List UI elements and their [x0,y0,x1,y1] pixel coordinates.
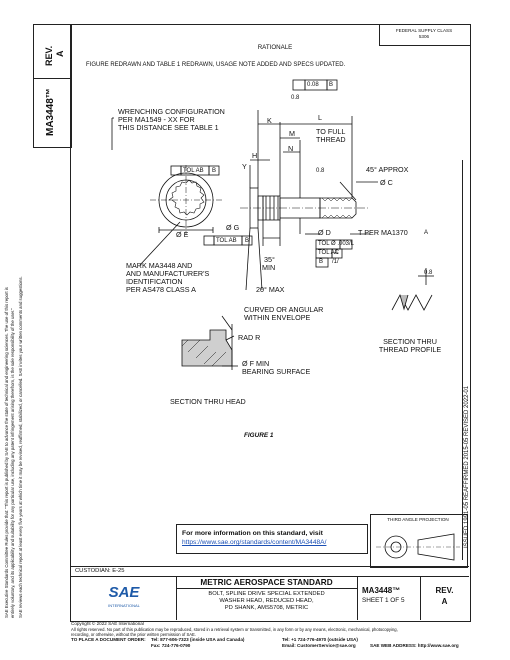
perp-note: /1/ [332,259,339,265]
tol-d-2-datum: A [334,250,339,256]
to-full-2: THREAD [316,135,346,144]
issue-history: ISSUED 1991-05 REAFFIRMED 2015-05 REVISE… [464,385,470,548]
surface-mid: 0.8 [316,168,325,174]
dia-d: Ø D [318,228,331,237]
dim-h: H [252,151,258,160]
custodian: CUSTODIAN: E-25 [75,568,125,574]
tol-ab-label: TOL AB [183,168,204,174]
email[interactable]: Email: CustomerService@sae.org [282,643,356,648]
title-underline [176,588,357,589]
info-url-link[interactable]: https://www.sae.org/standards/content/MA… [182,539,327,546]
titleblock-div-3 [420,576,421,620]
rights-2: recording, or otherwise, without the pri… [71,632,196,637]
dim-k: K [267,116,272,125]
dia-f: Ø F MIN [242,359,270,368]
dim-y: Y [242,162,247,171]
sheet-border [70,24,471,622]
sae-logo: SAE [108,584,140,601]
angle-20: 20° MAX [256,285,285,294]
dia-e-label: Ø E [176,230,189,239]
dim-m: M [289,129,295,138]
copyright: Copyright © 2022 SAE International [71,621,144,626]
head-caption: SECTION THRU HEAD [170,397,246,406]
thread-caption-2: THREAD PROFILE [378,345,442,354]
web-address[interactable]: SAE WEB ADDRESS: http://www.sae.org [370,643,459,648]
runout-top-datum: B [329,82,334,88]
projection-label: THIRD ANGLE PROJECTION [387,517,449,522]
bearing-surface: BEARING SURFACE [242,367,311,376]
figure-label: FIGURE 1 [244,432,274,439]
t-per: T PER MA1370 [358,228,408,237]
fax: Fax: 724-776-0790 [151,643,191,648]
dim-l: L [318,113,322,122]
rationale-text: FIGURE REDRAWN AND TABLE 1 REDRAWN, USAG… [86,62,346,68]
mark-note-2: AND MANUFACTURER'S [126,269,210,278]
wrenching-note-2: PER MA1549 - XX FOR [118,115,195,124]
thread-caption-1: SECTION THRU [383,337,437,346]
rights-1: All rights reserved. No part of this pub… [71,627,398,632]
dia-c: Ø C [380,178,393,187]
main-title: METRIC AEROSPACE STANDARD [200,578,333,587]
titleblock-div-2 [357,576,358,620]
subtitle-2: WASHER HEAD, REDUCED HEAD, [219,598,314,604]
surface-thread: 0.8 [424,270,433,276]
side-block-border [33,24,72,148]
tol-ab-bottom-datum: B [245,238,250,244]
tb-doc-number: MA3448™ [362,586,401,595]
tol-d-2: TOL AC [318,250,340,256]
tol-ab-datum: B [212,168,217,174]
sae-logo-sub: INTERNATIONAL [108,603,140,608]
subtitle-1: BOLT, SPLINE DRIVE SPECIAL EXTENDED [208,591,325,597]
mark-note-4: PER AS478 CLASS A [126,285,196,294]
curved-note-1: CURVED OR ANGULAR [244,305,324,314]
angle-min: MIN [262,263,276,272]
wrenching-note-1: WRENCHING CONFIGURATION [118,107,225,116]
subtitle-3: PD SHANK, AMS5708, METRIC [224,605,309,611]
tb-rev-value: A [441,597,448,606]
tel-outside: Tel: +1 724-776-4970 (outside USA) [282,637,358,642]
curved-note-2: WITHIN ENVELOPE [244,313,311,322]
datum-b: B [319,259,324,265]
to-full-1: TO FULL [316,127,346,136]
right-strip-line [462,160,463,560]
dim-n: N [288,144,294,153]
tel-inside: Tel: 877-606-7323 (inside USA and Canada… [151,637,245,642]
fsc-value: 5306 [418,34,430,39]
fsc-box [379,24,471,46]
side-block-divider [33,78,70,79]
custodian-top-line [70,566,469,567]
surface-top: 0.8 [291,95,300,101]
tb-sheet: SHEET 1 OF 5 [362,597,405,604]
datum-a: A [424,230,429,236]
runout-top-value: 0.08 [307,82,319,88]
titleblock-top-line [70,576,469,577]
order-label: TO PLACE A DOCUMENT ORDER: [71,637,146,642]
angle-35: 35° [264,255,275,264]
mark-note-3: IDENTIFICATION [126,277,183,286]
tb-rev-label: REV. [435,586,454,595]
dia-g-label: Ø G [226,223,240,232]
titleblock-div-1 [176,576,177,620]
rad-r: RAD R [238,333,261,342]
info-box [176,524,368,554]
approx-45: 45° APPROX [366,165,409,174]
projection-box [370,514,468,568]
rationale-title: RATIONALE [257,44,293,51]
tol-d-1: TOL Ø .003/L [318,241,355,247]
fsc-label: FEDERAL SUPPLY CLASS [395,28,453,33]
wrenching-note-3: THIS DISTANCE SEE TABLE 1 [118,123,219,132]
tol-ab-bottom-label: TOL AB [216,238,237,244]
mark-note-1: MARK MA3448 AND [126,261,193,270]
info-text: For more information on this standard, v… [182,530,323,537]
